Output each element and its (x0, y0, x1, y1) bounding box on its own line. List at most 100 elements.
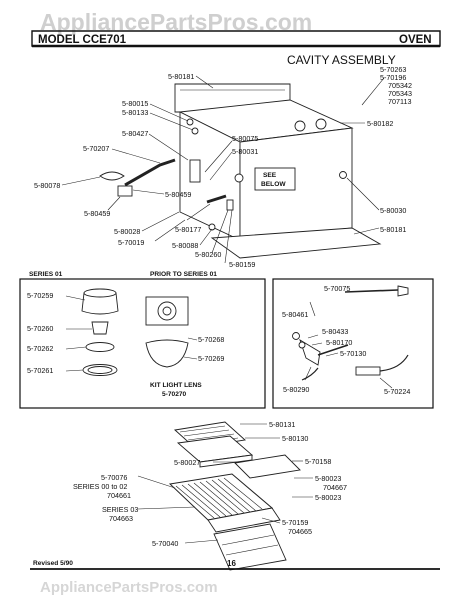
label-5-80028: 5-80028 (114, 227, 140, 236)
igniter-plug (355, 366, 381, 376)
rack-frame-lower (207, 507, 281, 533)
oven-light-socket (234, 173, 244, 183)
label-5-80023-a: 5-80023 (315, 474, 341, 483)
label-5-70075: 5-70075 (324, 284, 350, 293)
igniter-rod (344, 289, 399, 293)
label-5-80015: 5-80015 (122, 99, 148, 108)
diagram-title: CAVITY ASSEMBLY (287, 53, 396, 67)
shelf-guide (234, 454, 301, 479)
rack-leader-lines (137, 423, 313, 544)
label-5-80290: 5-80290 (283, 385, 309, 394)
label-5-70040: 5-70040 (152, 539, 178, 548)
screw (208, 223, 216, 231)
burner-valve (117, 185, 133, 197)
label-5-70268: 5-70268 (198, 335, 224, 344)
label-5-70130: 5-70130 (340, 349, 366, 358)
see-below-line-1: SEE (263, 172, 277, 179)
label-704665: 704665 (288, 527, 312, 536)
label-5-70259: 5-70259 (27, 291, 53, 300)
label-5-80088: 5-80088 (172, 241, 198, 250)
prior-series-title: PRIOR TO SERIES 01 (150, 271, 217, 278)
rack-labels: 5-80131 5-80130 5-80027 5-70158 5-70076 … (73, 420, 347, 548)
label-5-80023-b: 5-80023 (315, 493, 341, 502)
label-5-80027: 5-80027 (174, 458, 200, 467)
burner-tube (124, 158, 176, 187)
label-5-80181-top: 5-80181 (168, 72, 194, 81)
watermark-text-bottom: AppliancePartsPros.com (40, 579, 218, 596)
bottom-panel (210, 227, 382, 259)
igniter-element (206, 194, 227, 204)
igniter-box-frame (272, 278, 434, 409)
gasket-ring (85, 342, 115, 352)
label-5-80459-a: 5-80459 (165, 190, 191, 199)
label-5-80427: 5-80427 (122, 129, 148, 138)
label-5-80433: 5-80433 (322, 327, 348, 336)
label-5-70196: 5-70196 (380, 73, 406, 82)
vent-hole-1 (294, 120, 306, 132)
igniter-box: 5-70075 5-80461 5-80433 5-80170 5-70130 … (272, 278, 434, 409)
light-socket (91, 321, 109, 335)
label-5-70261: 5-70261 (27, 366, 53, 375)
rivet-1 (186, 118, 194, 126)
light-box-frame (19, 278, 266, 409)
section-title: OVEN (399, 34, 432, 46)
cavity-labels: 5-70263 5-70196 705342 705343 707113 5-8… (34, 65, 412, 269)
label-5-70076: 5-70076 (101, 473, 127, 482)
label-5-80130: 5-80130 (282, 434, 308, 443)
label-5-80030: 5-80030 (380, 206, 406, 215)
light-lens (145, 339, 189, 368)
label-5-70019: 5-70019 (118, 238, 144, 247)
label-5-80075: 5-80075 (232, 134, 258, 143)
page-number: 16 (227, 559, 236, 568)
footer: Revised 5/90 16 AppliancePartsPros.com (30, 559, 440, 596)
see-below-line-2: BELOW (261, 181, 286, 188)
label-5-80461: 5-80461 (282, 310, 308, 319)
label-5-70224: 5-70224 (384, 387, 410, 396)
igniter-nut (292, 332, 300, 340)
model-number: MODEL CCE701 (38, 34, 127, 46)
label-series-03: SERIES 03 (102, 505, 138, 514)
label-704663: 704663 (109, 514, 133, 523)
oven-cavity-illustration: SEE BELOW (99, 83, 382, 259)
kit-light-lens-number: 5-70270 (162, 391, 187, 398)
label-5-70207: 5-70207 (83, 144, 109, 153)
label-5-80031: 5-80031 (232, 147, 258, 156)
oven-light-box: SERIES 01 PRIOR TO SERIES 01 5-70259 5-7… (19, 271, 266, 409)
header-bar (31, 30, 441, 47)
igniter-assembly (189, 159, 201, 183)
kit-light-lens-label: KIT LIGHT LENS (150, 382, 202, 389)
label-5-80133: 5-80133 (122, 108, 148, 117)
rivet-2 (191, 127, 199, 135)
label-series-00-02: SERIES 00 to 02 (73, 482, 127, 491)
label-5-80459-b: 5-80459 (84, 209, 110, 218)
oven-bottom (213, 523, 287, 571)
label-5-80159: 5-80159 (229, 260, 255, 269)
label-5-80182: 5-80182 (367, 119, 393, 128)
vent-hole-2 (315, 118, 327, 130)
label-5-80170: 5-80170 (326, 338, 352, 347)
rack-illustration (168, 421, 301, 571)
label-5-80177: 5-80177 (175, 225, 201, 234)
bracket (226, 199, 234, 211)
label-5-70260: 5-70260 (27, 324, 53, 333)
label-704661: 704661 (107, 491, 131, 500)
series-01-title: SERIES 01 (29, 271, 63, 278)
orifice-fitting (99, 171, 125, 181)
label-5-70159: 5-70159 (282, 518, 308, 527)
see-below-box (254, 167, 296, 191)
label-705342: 705342 (388, 81, 412, 90)
label-5-80078: 5-80078 (34, 181, 60, 190)
label-707113: 707113 (388, 97, 411, 106)
side-fastener (339, 171, 347, 179)
cavity-leader-lines (61, 75, 385, 264)
label-5-80260: 5-80260 (195, 250, 221, 259)
label-5-70269: 5-70269 (198, 354, 224, 363)
label-705343: 705343 (388, 89, 412, 98)
revised-date: Revised 5/90 (33, 560, 73, 567)
label-5-70158: 5-70158 (305, 457, 331, 466)
label-5-80131: 5-80131 (269, 420, 295, 429)
label-5-80181-bottom: 5-80181 (380, 225, 406, 234)
label-5-70263: 5-70263 (380, 65, 406, 74)
